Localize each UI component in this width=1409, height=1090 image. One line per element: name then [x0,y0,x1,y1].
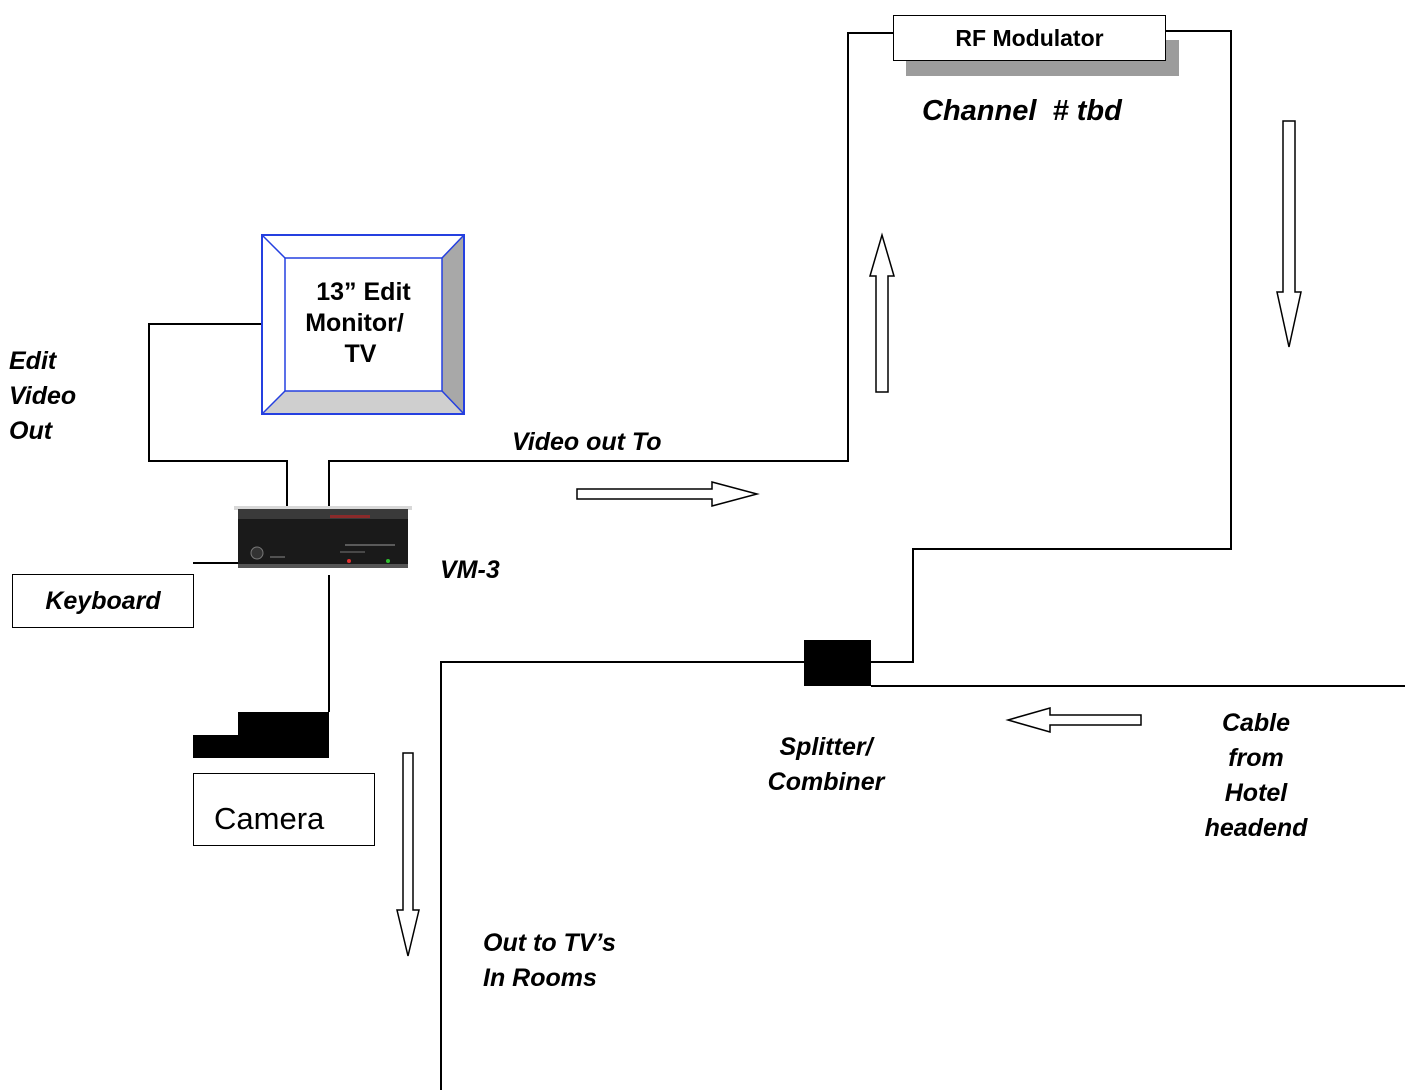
cable-line-4: headend [1204,814,1308,842]
arrow-left-icon [1005,707,1142,733]
edit-video-out-line [148,323,288,506]
vm3-device-icon [234,506,412,568]
cable-label: Cable from Hotel headend [1186,706,1326,846]
cable-line-3: Hotel [1224,779,1288,807]
out-to-tvs-label: Out to TV’s In Rooms [483,926,616,996]
rf-return-line [871,30,1232,663]
monitor-label: 13” Edit Monitor/ TV [285,277,442,370]
splitter-line-1: Splitter/ [779,733,873,761]
cable-line-2: from [1228,744,1284,772]
monitor-line-3: TV [344,340,377,368]
video-out-to-label: Video out To [512,428,662,456]
out-to-tvs-line-1: Out to TV’s [483,929,616,957]
splitter-combiner-block [804,640,871,686]
keyboard-label: Keyboard [45,586,161,615]
rf-modulator-label: RF Modulator [955,24,1104,51]
monitor-line-2: Monitor/ [305,309,404,337]
edit-video-out-line-3: Out [9,417,53,445]
arrow-down-camera-icon [396,752,420,957]
edit-video-out-line-1: Edit [9,347,57,375]
keyboard-box: Keyboard [12,574,194,628]
arrow-down-right-icon [1276,120,1302,348]
camera-icon [193,712,329,758]
monitor-icon [261,234,465,415]
camera-box: Camera [193,773,375,846]
out-to-tvs-line [440,661,804,1090]
splitter-label: Splitter/ Combiner [756,730,896,800]
rf-modulator-box: RF Modulator [893,15,1166,61]
video-out-line [328,32,893,506]
arrow-up-left-icon [868,232,896,393]
edit-video-out-line-2: Video [9,382,77,410]
splitter-line-2: Combiner [767,768,885,796]
monitor-line-1: 13” Edit [316,278,411,306]
vm3-label: VM-3 [440,556,500,584]
out-to-tvs-line-2: In Rooms [483,964,597,992]
cable-line-1: Cable [1221,709,1291,737]
camera-label: Camera [214,800,325,836]
edit-video-out-label: Edit Video Out [9,344,76,449]
arrow-right-icon [576,481,760,507]
channel-label: Channel # tbd [922,95,1122,127]
